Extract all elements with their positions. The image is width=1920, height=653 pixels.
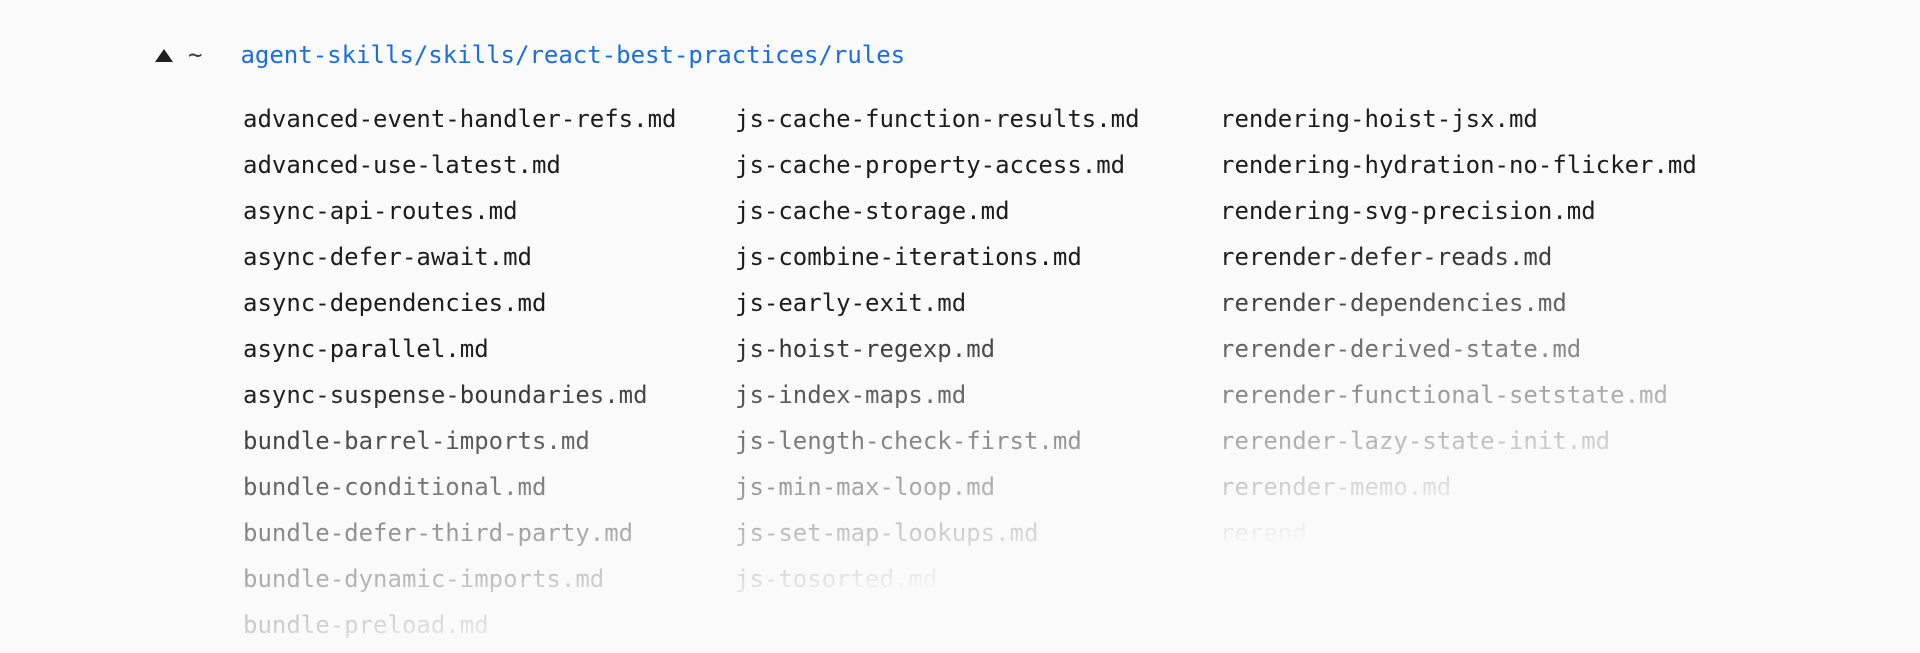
home-tilde-symbol: ~	[188, 41, 203, 69]
file-item: async-api-routes.md	[243, 197, 518, 225]
file-item: async-dependencies.md	[243, 289, 547, 317]
file-item: rerender-defer-reads.md	[1220, 243, 1553, 271]
file-item: bundle-defer-third-party.md	[243, 519, 634, 547]
file-list: advanced-event-handler-refs.md advanced-u…	[243, 96, 1700, 653]
file-item: js-cache-function-results.md	[735, 105, 1140, 133]
file-item: js-set-map-lookups.md	[735, 519, 1039, 547]
file-item: async-parallel.md	[243, 335, 489, 363]
file-item: js-hoist-regexp.md	[735, 335, 996, 363]
file-item: bundle-barrel-imports.md	[243, 427, 590, 455]
file-item: rerender-derived-state.md	[1220, 335, 1582, 363]
file-item: js-min-max-loop.md	[735, 473, 996, 501]
file-item: js-early-exit.md	[735, 289, 967, 317]
file-item: js-cache-property-access.md	[735, 151, 1126, 179]
file-item: js-combine-iterations.md	[735, 243, 1082, 271]
file-column: js-cache-function-results.md js-cache-pro…	[735, 96, 1220, 653]
file-item: async-defer-await.md	[243, 243, 532, 271]
file-item: js-cache-storage.md	[735, 197, 1010, 225]
file-item: bundle-conditional.md	[243, 473, 547, 501]
file-item: rerender-dependencies.md	[1220, 289, 1567, 317]
file-item: advanced-use-latest.md	[243, 151, 561, 179]
file-item: rendering-hydration-no-flicker.md	[1220, 151, 1697, 179]
file-item: rerend	[1220, 519, 1307, 547]
file-item: rerender-memo.md	[1220, 473, 1452, 501]
file-item: js-length-check-first.md	[735, 427, 1082, 455]
file-column: advanced-event-handler-refs.md advanced-u…	[243, 96, 735, 653]
file-item: bundle-dynamic-imports.md	[243, 565, 605, 593]
file-item: rerender-functional-setstate.md	[1220, 381, 1668, 409]
file-item: js-tosorted.md	[735, 565, 938, 593]
directory-header: ~ agent-skills/skills/react-best-practic…	[155, 32, 905, 78]
file-item: rendering-hoist-jsx.md	[1220, 105, 1538, 133]
file-item: bundle-preload.md	[243, 611, 489, 639]
collapse-triangle-icon[interactable]	[155, 48, 173, 62]
directory-path-link[interactable]: agent-skills/skills/react-best-practices…	[240, 41, 906, 69]
file-item: rerender-lazy-state-init.md	[1220, 427, 1611, 455]
file-column: rendering-hoist-jsx.md rendering-hydratio…	[1220, 96, 1700, 653]
file-item: js-index-maps.md	[735, 381, 967, 409]
file-item: advanced-event-handler-refs.md	[243, 105, 677, 133]
file-item: async-suspense-boundaries.md	[243, 381, 648, 409]
file-item: rendering-svg-precision.md	[1220, 197, 1596, 225]
